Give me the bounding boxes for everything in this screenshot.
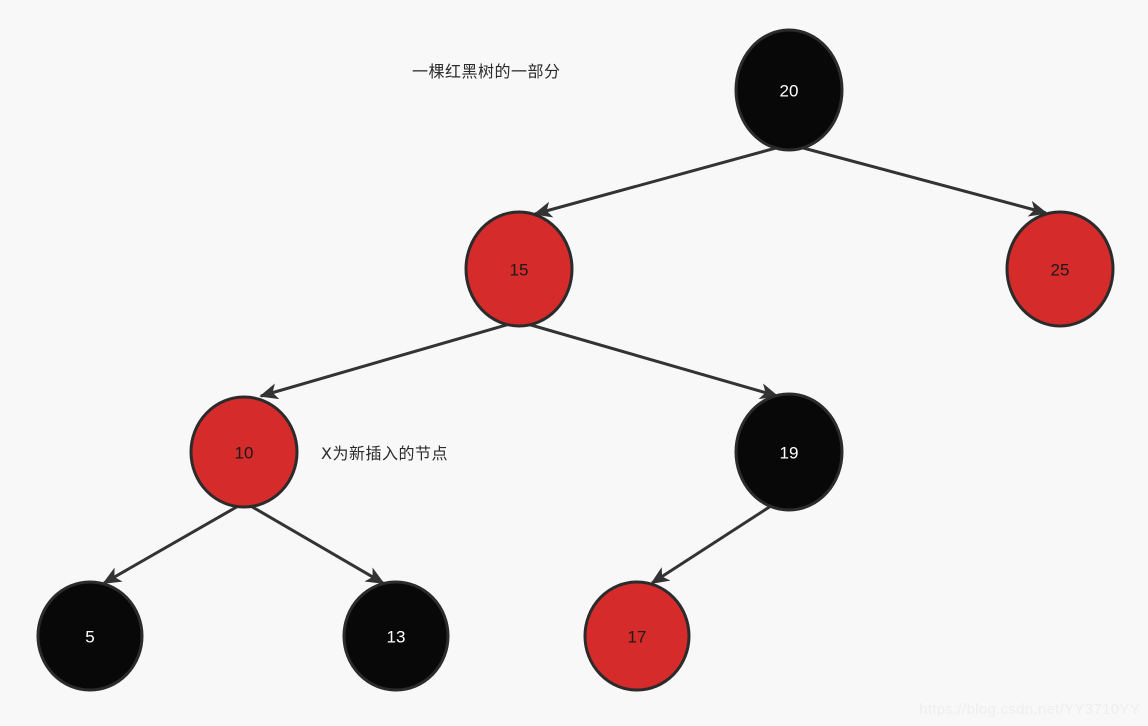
insert-note-annotation: X为新插入的节点 xyxy=(321,444,448,463)
tree-edge-n15-to-n19 xyxy=(523,321,779,400)
node-circle-10 xyxy=(189,395,299,509)
tree-nodes: 20 15 25 10 19 5 13 17 xyxy=(36,28,1115,692)
tree-edge-n10-to-n5 xyxy=(102,503,241,585)
node-circle-19 xyxy=(734,392,844,512)
node-circle-17 xyxy=(583,580,691,692)
tree-edge-n20-to-n15 xyxy=(533,143,788,218)
node-circle-15 xyxy=(464,210,574,328)
tree-node-5[interactable]: 5 xyxy=(36,580,144,692)
tree-node-17[interactable]: 17 xyxy=(583,580,691,692)
tree-node-15[interactable]: 15 xyxy=(464,210,574,328)
node-circle-20 xyxy=(734,28,844,152)
tree-edge-n20-to-n25 xyxy=(791,143,1048,217)
tree-node-10[interactable]: 10 xyxy=(189,395,299,509)
tree-node-20[interactable]: 20 xyxy=(734,28,844,152)
node-circle-25 xyxy=(1005,210,1115,328)
tree-edge-n19-to-n17 xyxy=(650,502,775,585)
tree-node-13[interactable]: 13 xyxy=(342,580,450,692)
tree-edge-n10-to-n13 xyxy=(248,503,385,585)
tree-edges xyxy=(102,143,1048,585)
title-annotation: 一棵红黑树的一部分 xyxy=(412,62,561,81)
tree-node-25[interactable]: 25 xyxy=(1005,210,1115,328)
tree-edge-n15-to-n10 xyxy=(259,321,514,400)
watermark: https://blog.csdn.net/YY3710YY xyxy=(919,701,1140,718)
node-circle-13 xyxy=(342,580,450,692)
tree-node-19[interactable]: 19 xyxy=(734,392,844,512)
node-circle-5 xyxy=(36,580,144,692)
